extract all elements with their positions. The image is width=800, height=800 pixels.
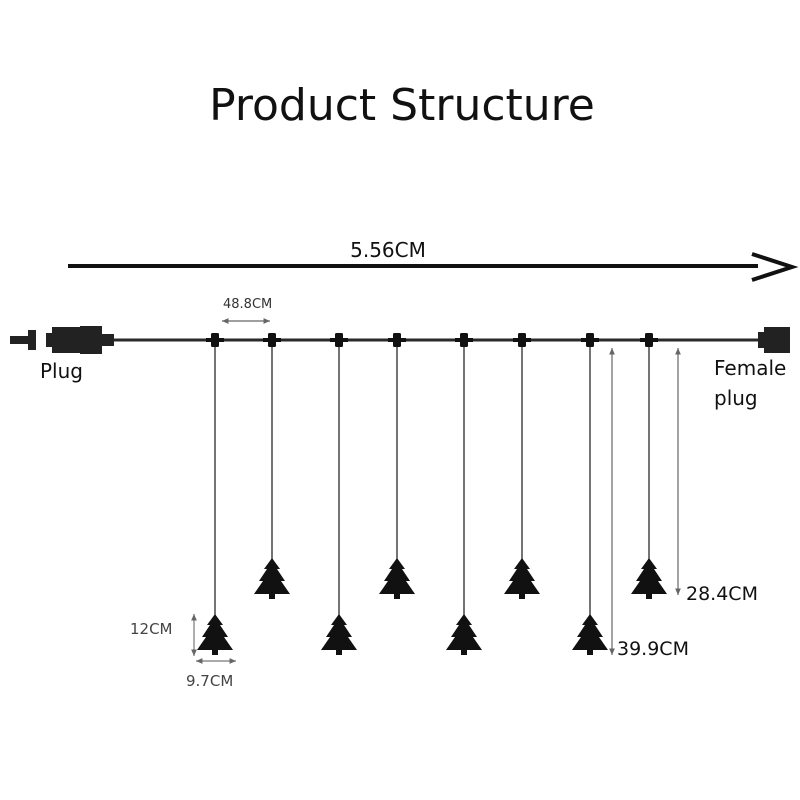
christmas-tree-icon	[504, 558, 540, 599]
christmas-tree-icon	[379, 558, 415, 599]
male-plug-icon	[10, 326, 114, 354]
tree-drop-3	[321, 333, 357, 655]
page-title: Product Structure	[209, 80, 595, 131]
connector-node	[640, 333, 658, 347]
female-plug-label-line2: plug	[714, 386, 758, 410]
connector-node	[388, 333, 406, 347]
christmas-tree-icon	[321, 614, 357, 655]
spacing-label: 48.8CM	[223, 297, 272, 312]
connector-node	[581, 333, 599, 347]
tree-width-label: 9.7CM	[186, 672, 233, 690]
tree-drop-7	[572, 333, 608, 655]
connector-node	[330, 333, 348, 347]
tree-drop-2	[254, 333, 290, 599]
tree-drop-5	[446, 333, 482, 655]
christmas-tree-icon	[254, 558, 290, 599]
connector-node	[513, 333, 531, 347]
christmas-tree-icon	[446, 614, 482, 655]
female-plug-icon	[758, 327, 790, 353]
christmas-tree-icon	[197, 614, 233, 655]
christmas-tree-icon	[631, 558, 667, 599]
tree-drop-1	[197, 333, 233, 655]
female-plug-label-line1: Female	[714, 356, 786, 380]
connector-node	[263, 333, 281, 347]
tree-drop-6	[504, 333, 540, 599]
length-label: 5.56CM	[350, 238, 426, 262]
long-drop-label: 39.9CM	[617, 638, 689, 660]
tree-drop-4	[379, 333, 415, 599]
length-arrowhead	[751, 252, 799, 282]
connector-node	[455, 333, 473, 347]
tree-drop-8	[631, 333, 667, 599]
tree-drops	[197, 333, 667, 655]
connector-node	[206, 333, 224, 347]
tree-height-label: 12CM	[130, 620, 173, 638]
short-drop-label: 28.4CM	[686, 583, 758, 605]
plug-label: Plug	[40, 359, 83, 383]
christmas-tree-icon	[572, 614, 608, 655]
